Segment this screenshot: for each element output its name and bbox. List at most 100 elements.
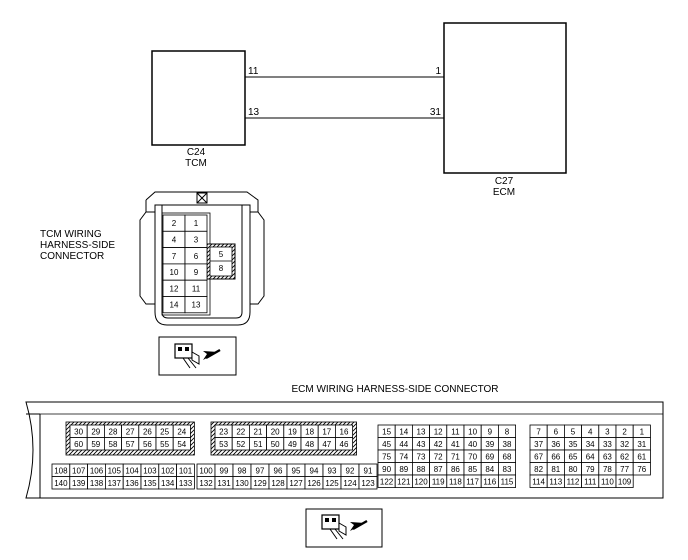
tcm-terminal-8: 8 [219,264,224,273]
terminal-number: 89 [399,465,408,474]
terminal-number: 13 [417,427,426,436]
terminal-number: 98 [238,466,247,475]
ecm-terminal-112: 112 [564,474,583,488]
terminal-number: 23 [219,427,228,436]
ecm-terminal-37: 37 [529,437,548,451]
terminal-number: 140 [54,479,68,488]
ecm-terminal-67: 67 [529,449,548,463]
terminal-number: 119 [432,477,445,486]
ecm-terminal-65: 65 [564,449,583,463]
terminal-number: 83 [503,465,512,474]
terminal-number: 10 [468,427,477,436]
terminal-number: 11 [192,284,201,293]
terminal-number: 115 [501,477,514,486]
terminal-number: 134 [161,479,175,488]
ecm-terminal-134: 134 [158,476,178,490]
terminal-number: 94 [310,466,319,475]
terminal-number: 84 [485,465,494,474]
ecm-terminal-3: 3 [598,424,617,438]
ecm-terminal-100: 100 [196,463,216,477]
ecm-terminal-11: 11 [446,424,465,438]
terminal-number: 60 [74,440,83,449]
terminal-number: 91 [364,466,373,475]
terminal-number: 138 [90,479,104,488]
terminal-number: 7 [172,252,177,261]
terminal-number: 116 [483,477,496,486]
terminal-number: 18 [305,427,314,436]
ecm-terminal-64: 64 [581,449,600,463]
tcm-pin-13-label: 13 [248,107,260,118]
ecm-terminal-123: 123 [358,476,378,490]
ecm-pin-1-label: 1 [435,66,441,77]
ecm-terminal-38: 38 [497,437,516,451]
ecm-terminal-82: 82 [529,462,548,476]
ecm-terminal-2: 2 [615,424,634,438]
terminal-number: 121 [397,477,411,486]
terminal-number: 25 [160,427,169,436]
ecm-terminal-111: 111 [581,474,600,488]
terminal-number: 71 [451,452,460,461]
ecm-terminal-45: 45 [377,437,396,451]
ecm-terminal-75: 75 [377,449,396,463]
tcm-connector-title-line1: TCM WIRING [40,229,102,240]
ecm-terminal-102: 102 [158,463,178,477]
terminal-number: 63 [603,452,612,461]
terminal-number: 17 [322,427,331,436]
ecm-terminal-28: 28 [104,424,123,438]
terminal-number: 48 [305,440,314,449]
terminal-number: 135 [143,479,157,488]
terminal-number: 117 [466,477,479,486]
terminal-number: 88 [417,465,426,474]
ecm-terminal-35: 35 [564,437,583,451]
ecm-connector-id: C27 [494,176,514,187]
ecm-terminal-14: 14 [394,424,413,438]
terminal-number: 2 [172,219,177,228]
ecm-terminal-71: 71 [446,449,465,463]
terminal-number: 31 [637,440,646,449]
ecm-terminal-136: 136 [122,476,142,490]
terminal-number: 73 [417,452,426,461]
tcm-terminal-7: 7 [162,247,186,265]
ecm-terminal-40: 40 [463,437,482,451]
ecm-terminal-63: 63 [598,449,617,463]
ecm-terminal-137: 137 [105,476,124,490]
ecm-module-name: ECM [492,187,516,198]
ecm-terminal-91: 91 [358,463,378,477]
terminal-number: 57 [126,440,135,449]
terminal-number: 12 [434,427,443,436]
ecm-terminal-42: 42 [429,437,448,451]
terminal-number: 44 [399,440,408,449]
terminal-number: 133 [179,479,193,488]
terminal-number: 43 [417,440,426,449]
ecm-terminal-106: 106 [87,463,106,477]
ecm-terminal-83: 83 [497,462,516,476]
terminal-number: 92 [346,466,355,475]
ecm-terminal-81: 81 [546,462,565,476]
terminal-number: 1 [640,427,645,436]
terminal-number: 113 [549,477,562,486]
terminal-number: 85 [468,465,477,474]
ecm-terminal-15: 15 [377,424,396,438]
terminal-number: 14 [170,301,179,310]
tcm-terminal-14: 14 [162,296,186,314]
terminal-number: 108 [54,466,68,475]
terminal-number: 58 [109,440,118,449]
ecm-terminal-89: 89 [394,462,413,476]
terminal-number: 129 [253,479,267,488]
terminal-number: 45 [382,440,391,449]
ecm-terminal-93: 93 [322,463,342,477]
terminal-number: 49 [288,440,297,449]
ecm-terminal-77: 77 [615,462,634,476]
terminal-number: 28 [109,427,118,436]
tcm-connector-id: C24 [186,147,206,158]
ecm-terminal-84: 84 [480,462,499,476]
ecm-terminal-23: 23 [214,424,233,438]
terminal-number: 1 [194,219,199,228]
ecm-terminal-87: 87 [429,462,448,476]
ecm-terminal-70: 70 [463,449,482,463]
tcm-terminal-12: 12 [162,279,186,297]
ecm-terminal-121: 121 [394,474,413,488]
ecm-terminal-72: 72 [429,449,448,463]
tcm-module-name: TCM [185,158,207,169]
